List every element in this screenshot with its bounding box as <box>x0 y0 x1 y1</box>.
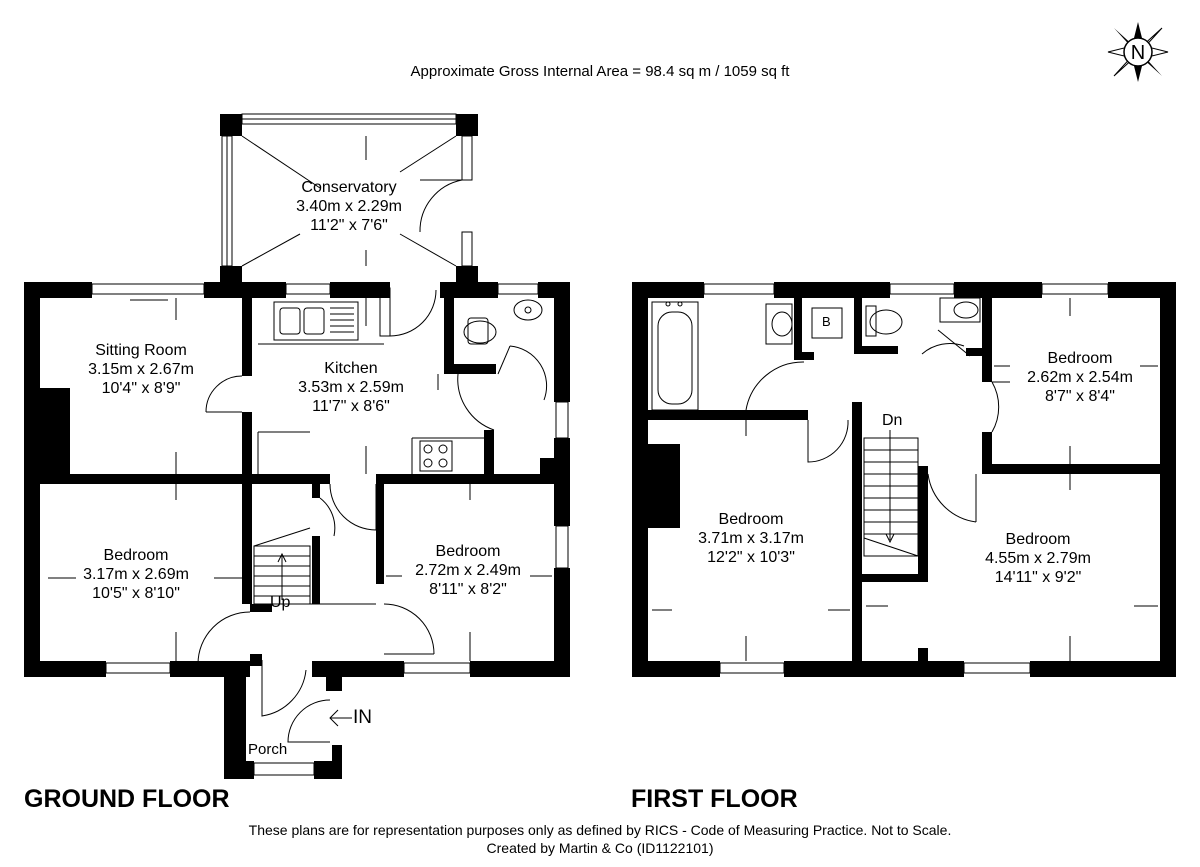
entrance-label: IN <box>353 707 372 728</box>
room-name: Bedroom <box>1005 531 1071 548</box>
room-metric: 3.17m x 2.69m <box>83 566 189 583</box>
room-sitting-room: Sitting Room 3.15m x 2.67m 10'4" x 8'9" <box>88 341 194 398</box>
boiler-label: B <box>822 314 831 329</box>
stairs-down-label: Dn <box>882 412 903 429</box>
room-name: Bedroom <box>435 543 501 560</box>
room-metric: 2.62m x 2.54m <box>1027 369 1133 386</box>
room-name: Bedroom <box>718 511 784 528</box>
room-imperial: 12'2" x 10'3" <box>707 549 795 566</box>
compass-letter: N <box>1131 42 1145 64</box>
ground-floor-walls <box>24 114 570 779</box>
room-bedroom-first-left: Bedroom 3.71m x 3.17m 12'2" x 10'3" <box>698 510 804 567</box>
north-compass-icon: N <box>1107 22 1169 82</box>
room-name: Sitting Room <box>95 342 187 359</box>
room-bedroom-ground-right: Bedroom 2.72m x 2.49m 8'11" x 8'2" <box>415 542 521 599</box>
room-imperial: 10'5" x 8'10" <box>92 585 180 602</box>
room-imperial: 8'11" x 8'2" <box>429 581 507 598</box>
room-bedroom-first-small: Bedroom 2.62m x 2.54m 8'7" x 8'4" <box>1027 349 1133 406</box>
room-imperial: 11'2" x 7'6" <box>310 217 388 234</box>
disclaimer: These plans are for representation purpo… <box>248 822 952 838</box>
room-metric: 3.15m x 2.67m <box>88 361 194 378</box>
room-kitchen: Kitchen 3.53m x 2.59m 11'7" x 8'6" <box>298 359 404 416</box>
room-imperial: 8'7" x 8'4" <box>1045 388 1115 405</box>
credit: Created by Martin & Co (ID1122101) <box>486 840 714 856</box>
room-name: Kitchen <box>324 360 378 377</box>
room-conservatory: Conservatory 3.40m x 2.29m 11'2" x 7'6" <box>296 178 402 235</box>
room-imperial: 11'7" x 8'6" <box>312 398 390 415</box>
room-bedroom-ground-left: Bedroom 3.17m x 2.69m 10'5" x 8'10" <box>83 546 189 603</box>
porch-label: Porch <box>248 741 288 758</box>
first-floor-walls <box>632 282 1176 677</box>
room-name: Bedroom <box>103 547 169 564</box>
gross-internal-area: Approximate Gross Internal Area = 98.4 s… <box>410 63 790 80</box>
room-name: Conservatory <box>301 179 397 196</box>
room-bedroom-first-right: Bedroom 4.55m x 2.79m 14'11" x 9'2" <box>985 530 1091 587</box>
room-metric: 4.55m x 2.79m <box>985 550 1091 567</box>
first-floor-linework <box>651 283 1158 674</box>
room-name: Bedroom <box>1047 350 1113 367</box>
ground-floor-title: GROUND FLOOR <box>24 785 230 813</box>
room-imperial: 10'4" x 8'9" <box>101 380 181 397</box>
room-imperial: 14'11" x 9'2" <box>994 569 1082 586</box>
first-floor-title: FIRST FLOOR <box>631 785 798 813</box>
room-metric: 3.40m x 2.29m <box>296 198 402 215</box>
room-metric: 2.72m x 2.49m <box>415 562 521 579</box>
room-metric: 3.53m x 2.59m <box>298 379 404 396</box>
room-metric: 3.71m x 3.17m <box>698 530 804 547</box>
ground-floor-linework <box>48 113 569 776</box>
stairs-up-label: Up <box>270 594 291 611</box>
